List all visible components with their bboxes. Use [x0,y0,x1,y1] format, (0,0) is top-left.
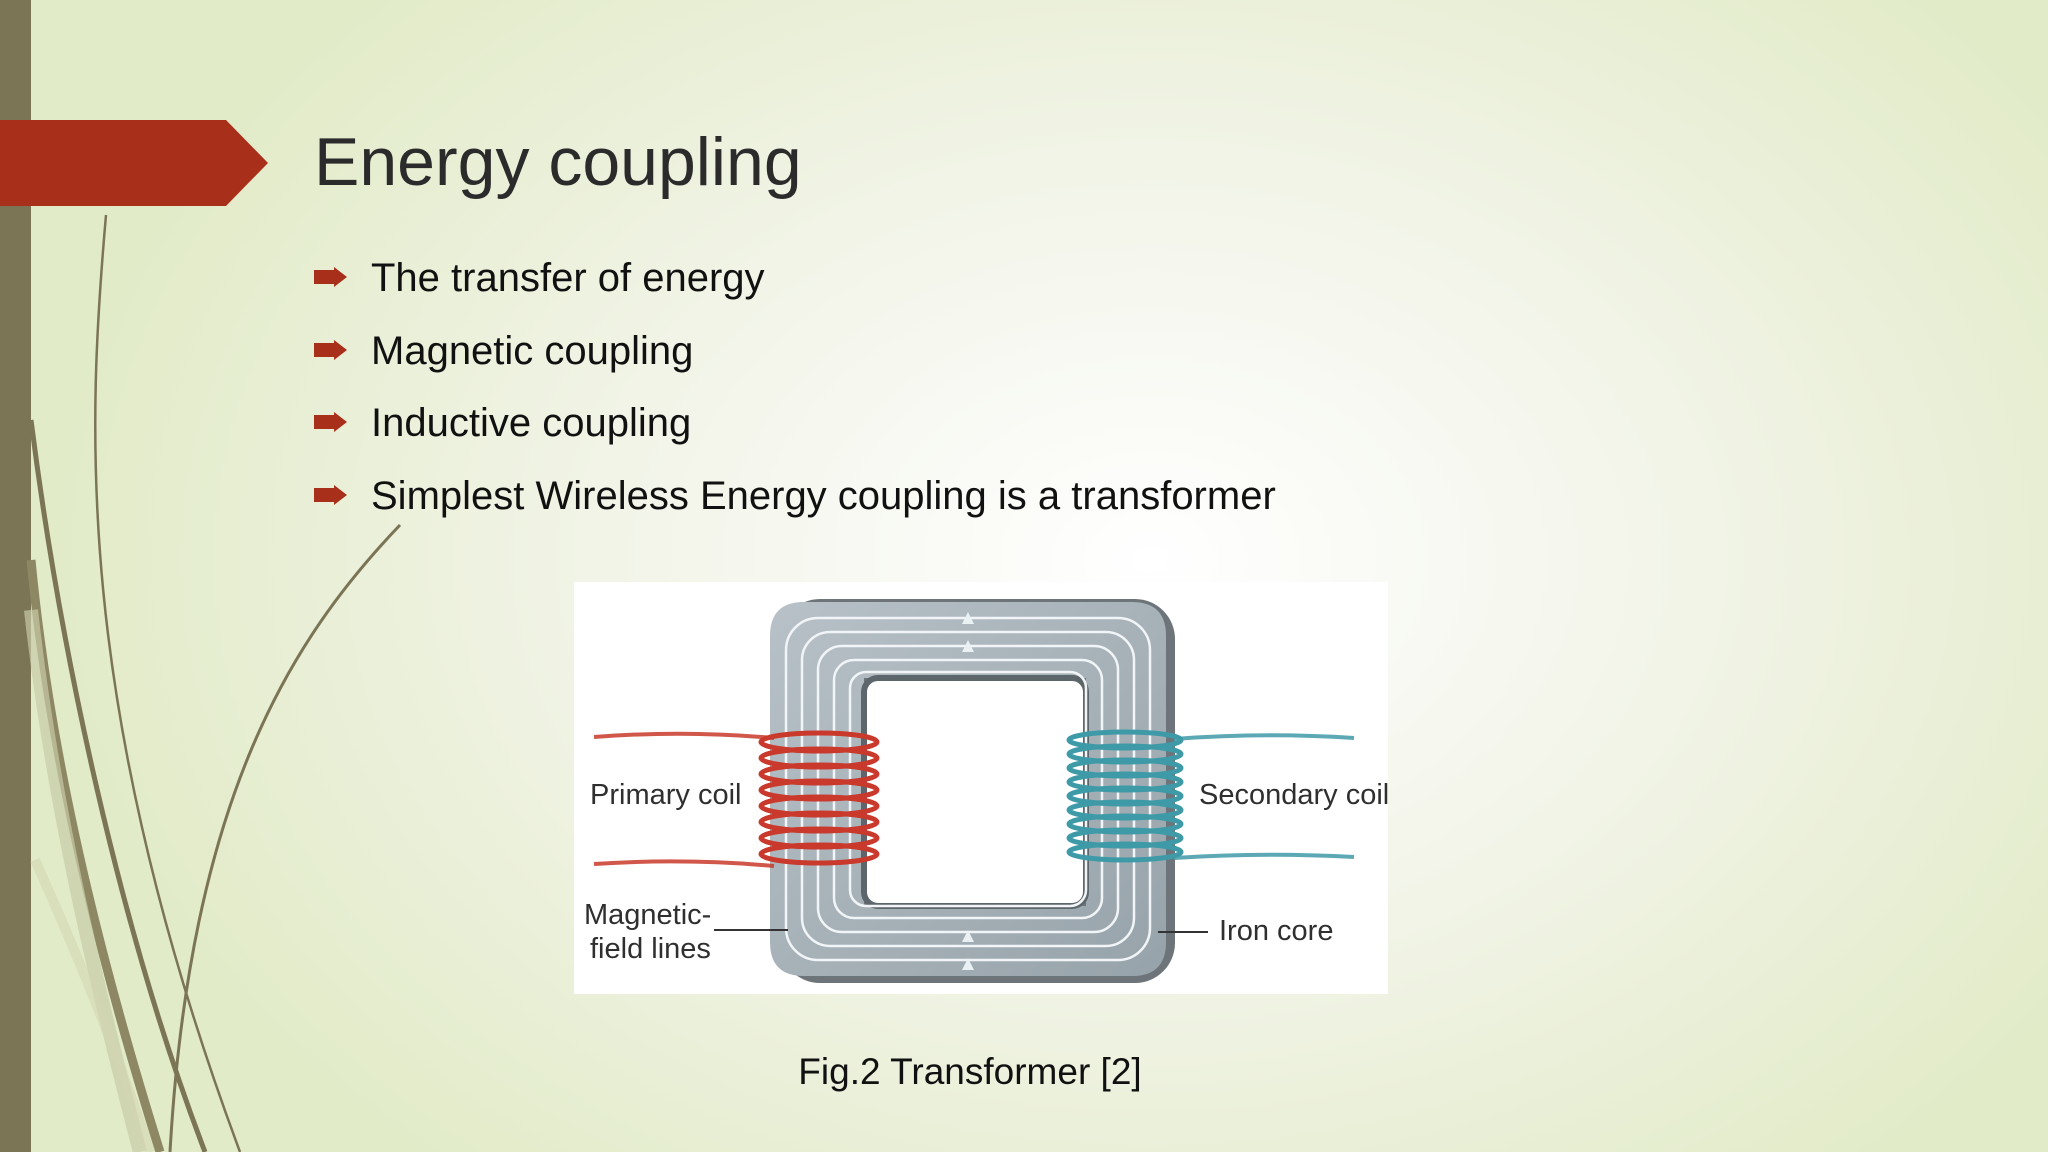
bullet-text: Inductive coupling [371,401,692,445]
magnetic-field-label-line2: field lines [590,933,711,965]
transformer-diagram [593,599,1355,983]
primary-coil [758,730,880,866]
arrow-bullet-icon [314,484,347,505]
iron-core-label: Iron core [1219,915,1334,947]
magnetic-field-label-line1: Magnetic- [584,899,712,931]
flux-arrows [962,612,974,970]
title-flag [0,120,268,206]
bullet-text: The transfer of energy [371,256,765,300]
arrow-bullet-icon [314,339,347,360]
decorative-curves [24,214,402,1152]
slide-title: Energy coupling [314,124,802,200]
secondary-coil-label: Secondary coil [1199,779,1390,811]
arrow-bullet-icon [314,412,347,432]
primary-coil-label: Primary coil [590,779,742,811]
bullet-text: Magnetic coupling [371,328,694,373]
arrow-bullet-icon [314,267,347,287]
secondary-coil [1066,729,1184,863]
figure-caption: Fig.2 Transformer [2] [798,1051,1142,1092]
transformer-figure: Primary coil Secondary coil Magnetic- fi… [574,582,1390,994]
bullet-text: Simplest Wireless Energy coupling is a t… [371,473,1276,518]
